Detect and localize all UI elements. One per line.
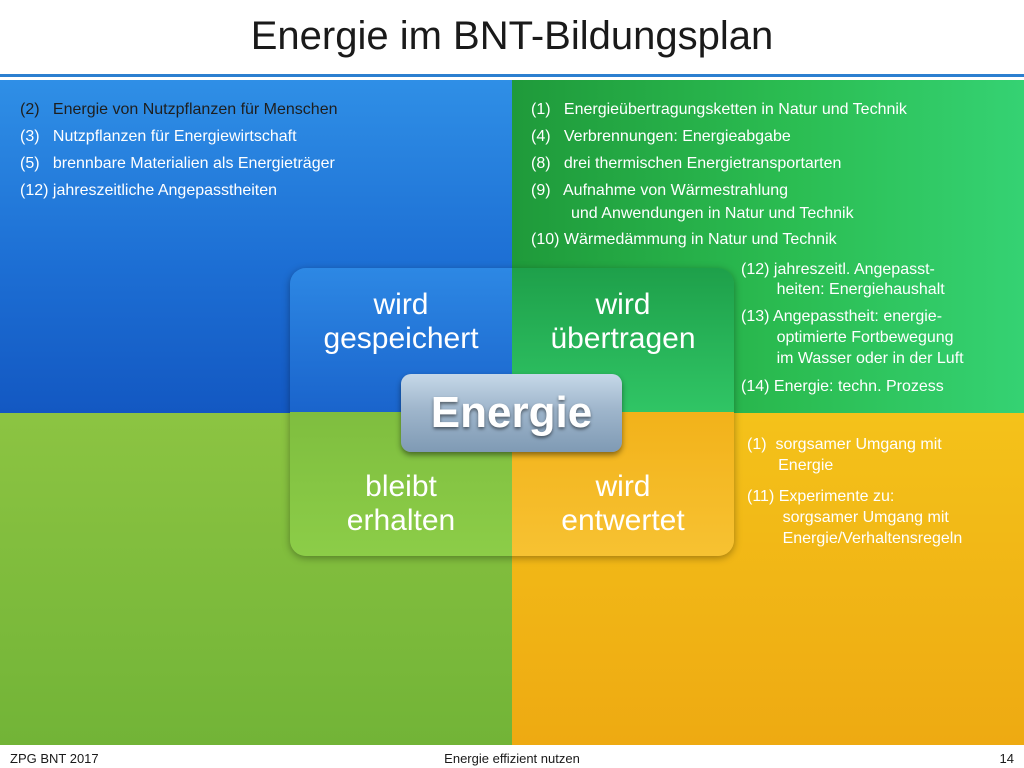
list-item: (12) jahreszeitl. Angepasst- [741, 261, 935, 278]
list-item: und Anwendungen in Natur und Technik [531, 205, 854, 222]
bottom-right-list: sorgsamer Umgang mit [747, 509, 949, 527]
right-side-list: optimierte Fortbewegung [741, 329, 954, 347]
list-item: (14) Energie: techn. Prozess [741, 378, 944, 395]
title-divider [0, 74, 1024, 77]
top-right-list: (10) Wärmedämmung in Natur und Technik [531, 231, 837, 249]
center-stored-label-1: wird [373, 288, 429, 321]
right-side-list: heiten: Energiehaushalt [741, 281, 945, 299]
list-item: sorgsamer Umgang mit [747, 509, 949, 526]
list-item: heiten: Energiehaushalt [741, 281, 945, 298]
top-right-list: (8) drei thermischen Energietransportart… [531, 155, 841, 173]
top-right-list: und Anwendungen in Natur und Technik [531, 205, 854, 223]
top-right-list: (4) Verbrennungen: Energieabgabe [531, 128, 791, 146]
list-item: (4) Verbrennungen: Energieabgabe [531, 128, 791, 145]
list-item: (8) drei thermischen Energietransportart… [531, 155, 842, 172]
list-item: optimierte Fortbewegung [741, 329, 954, 346]
top-left-list: (2) Energie von Nutzpflanzen für Mensche… [20, 101, 338, 119]
center-transferred-label-2: übertragen [550, 322, 696, 355]
top-left-list: (5) brennbare Materialien als Energieträ… [20, 155, 335, 173]
energie-core-label: Energie [430, 388, 593, 437]
list-item: (1) sorgsamer Umgang mit [747, 436, 942, 453]
list-item: im Wasser oder in der Luft [741, 350, 964, 367]
center-stored-label-2: gespeichert [323, 322, 479, 355]
bottom-right-list: (1) sorgsamer Umgang mit [747, 436, 942, 454]
right-side-list: (12) jahreszeitl. Angepasst- [741, 261, 935, 279]
center-transferred-label-1: wird [595, 288, 651, 321]
right-side-list: im Wasser oder in der Luft [741, 350, 964, 368]
list-item: (11) Experimente zu: [747, 488, 895, 505]
energie-core-badge: Energie [401, 374, 622, 452]
bottom-right-list: Energie/Verhaltensregeln [747, 530, 963, 548]
right-side-list: (14) Energie: techn. Prozess [741, 378, 944, 396]
top-left-list: (3) Nutzpflanzen für Energiewirtschaft [20, 128, 297, 146]
top-right-list: (1) Energieübertragungsketten in Natur u… [531, 101, 907, 119]
list-item: (13) Angepasstheit: energie- [741, 308, 943, 325]
center-devalued-label-1: wird [595, 470, 651, 503]
list-item: Energie/Verhaltensregeln [747, 530, 963, 547]
top-left-list: (12) jahreszeitliche Angepasstheiten [20, 182, 277, 200]
center-conserved-label-2: erhalten [346, 504, 456, 537]
list-item: (3) Nutzpflanzen für Energiewirtschaft [20, 128, 297, 145]
center-devalued-label-2: entwertet [561, 504, 685, 537]
list-item: Energie [747, 457, 834, 474]
list-item: (12) jahreszeitliche Angepasstheiten [20, 182, 278, 199]
footer-center: Energie effizient nutzen [444, 751, 580, 766]
bottom-right-list: Energie [747, 457, 833, 475]
slide-footer: ZPG BNT 2017 Energie effizient nutzen 14 [0, 746, 1024, 768]
footer-page-number: 14 [999, 751, 1014, 766]
list-item: (10) Wärmedämmung in Natur und Technik [531, 231, 837, 248]
list-item: (1) Energieübertragungsketten in Natur u… [531, 101, 907, 118]
page-title: Energie im BNT-Bildungsplan [250, 14, 774, 58]
list-item: (9) Aufnahme von Wärmestrahlung [531, 182, 789, 199]
bottom-right-list: (11) Experimente zu: [747, 488, 894, 506]
top-right-list: (9) Aufnahme von Wärmestrahlung [531, 182, 788, 200]
right-side-list: (13) Angepasstheit: energie- [741, 308, 942, 326]
list-item: (2) Energie von Nutzpflanzen für Mensche… [20, 101, 338, 118]
list-item: (5) brennbare Materialien als Energieträ… [20, 155, 335, 172]
center-conserved-label-1: bleibt [365, 470, 437, 503]
footer-left: ZPG BNT 2017 [10, 751, 99, 766]
